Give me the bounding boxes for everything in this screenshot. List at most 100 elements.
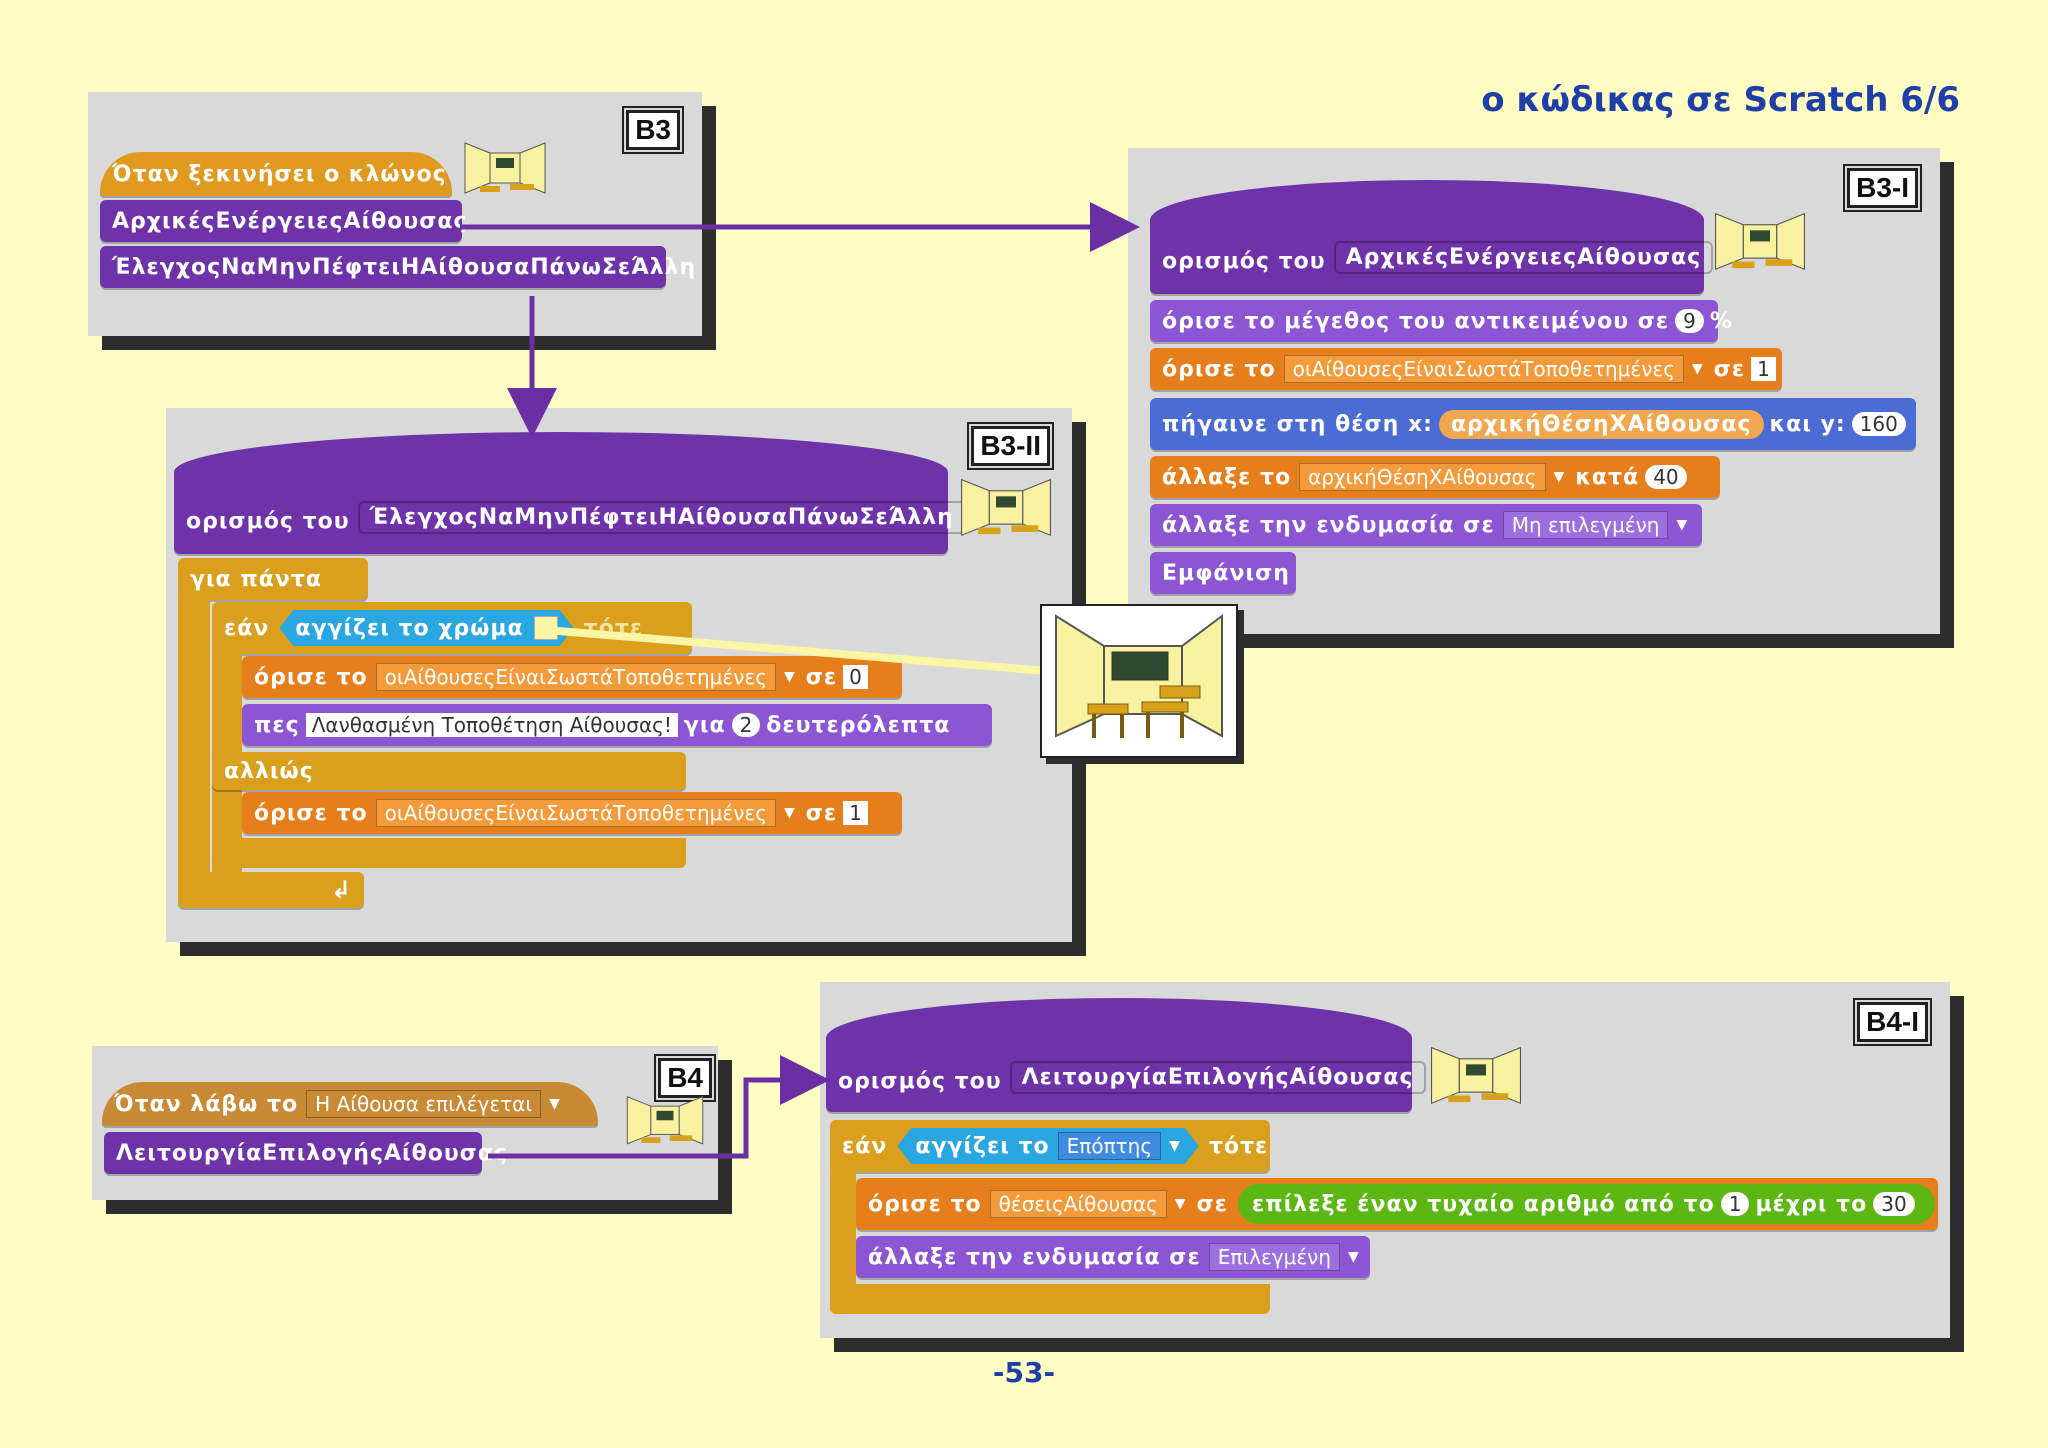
show-block[interactable]: Εμφάνιση: [1150, 552, 1296, 594]
set-size-block[interactable]: όρισε το μέγεθος του αντικειμένου σε 9 %: [1150, 300, 1732, 342]
set-value[interactable]: 1: [843, 801, 868, 825]
set-variable-block[interactable]: όρισε το οιΑίθουσεςΕίναιΣωστάΤοποθετημέν…: [242, 792, 902, 834]
switch-costume-block[interactable]: άλλαξε την ενδυμασία σε Επιλεγμένη ▼: [856, 1236, 1370, 1278]
say-for-secs-block[interactable]: πες Λανθασμένη Τοποθέτηση Αίθουσας! για …: [242, 704, 992, 746]
chevron-down-icon: ▼: [1676, 517, 1689, 533]
costume-dropdown[interactable]: Επιλεγμένη: [1208, 1243, 1340, 1271]
chevron-down-icon: ▼: [1174, 1196, 1187, 1212]
block-label: κατά: [1575, 464, 1640, 490]
chevron-down-icon: ▼: [783, 669, 796, 685]
variable-dropdown[interactable]: θέσειςΑίθουσας: [989, 1190, 1167, 1218]
define-label: ορισμός του: [186, 509, 350, 534]
block-label: άλλαξε το: [1162, 464, 1292, 490]
block-label: Όταν λάβω το: [114, 1091, 299, 1117]
if-else-block[interactable]: εάν αγγίζει το χρώμα τότε: [212, 602, 692, 654]
define-name: ΛειτουργίαΕπιλογήςΑίθουσας: [1009, 1061, 1426, 1094]
block-label: ΑρχικέςΕνέργειεςΑίθουσας: [112, 208, 468, 234]
block-label: όρισε το μέγεθος του αντικειμένου σε: [1162, 308, 1670, 334]
touch-target-dropdown[interactable]: Επόπτης: [1058, 1132, 1161, 1160]
classroom-preview-icon: [1055, 614, 1223, 738]
page-number: -53-: [992, 1356, 1056, 1389]
message-dropdown[interactable]: Η Αίθουσα επιλέγεται: [306, 1090, 542, 1118]
block-label: για πάντα: [190, 566, 322, 592]
call-initial-actions-block[interactable]: ΑρχικέςΕνέργειεςΑίθουσας: [100, 200, 467, 242]
panel-b3-i: B3-I ορισμός του ΑρχικέςΕνέργειεςΑίθουσα…: [1128, 148, 1940, 634]
classroom-sprite-icon: [626, 1096, 704, 1145]
block-label: επίλεξε έναν τυχαίο αριθμό από το: [1251, 1191, 1715, 1217]
hat-when-i-receive[interactable]: Όταν λάβω το Η Αίθουσα επιλέγεται ▼: [102, 1082, 598, 1126]
goto-x-reporter[interactable]: αρχικήΘέσηΧΑίθουσας: [1438, 409, 1764, 439]
block-label: άλλαξε την ενδυμασία σε: [868, 1244, 1201, 1270]
touching-reporter[interactable]: αγγίζει το Επόπτης ▼: [897, 1128, 1199, 1164]
page-title: ο κώδικας σε Scratch 6/6: [1481, 80, 1960, 120]
block-label: σε: [1713, 356, 1746, 382]
block-label: όρισε το: [254, 800, 368, 826]
chevron-down-icon: ▼: [1169, 1138, 1181, 1154]
chevron-down-icon: ▼: [783, 805, 796, 821]
define-name: ΈλεγχοςΝαΜηνΠέφτειΗΑίθουσαΠάνωΣεΆλλη: [357, 501, 966, 534]
size-value[interactable]: 9: [1675, 309, 1704, 333]
block-label: αγγίζει το: [915, 1133, 1050, 1159]
variable-dropdown[interactable]: οιΑίθουσεςΕίναιΣωστάΤοποθετημένες: [375, 799, 776, 827]
set-value[interactable]: 0: [843, 665, 868, 689]
panel-b3-ii: B3-II ορισμός του ΈλεγχοςΝαΜηνΠέφτειΗΑίθ…: [166, 408, 1072, 942]
block-label: σε: [1196, 1191, 1228, 1217]
goto-y-value[interactable]: 160: [1851, 412, 1906, 436]
change-variable-block[interactable]: άλλαξε το αρχικήΘέσηΧΑίθουσας ▼ κατά 40: [1150, 456, 1720, 498]
costume-dropdown[interactable]: Μη επιλεγμένη: [1502, 511, 1669, 539]
block-label: και y:: [1769, 411, 1846, 437]
panel-tag-b4-i: B4-I: [1853, 998, 1932, 1046]
panel-b3: B3 Όταν ξεκινήσει ο κλώνος ΑρχικέςΕνέργε…: [88, 92, 702, 336]
panel-tag-b3-i: B3-I: [1843, 164, 1922, 212]
define-selection-hat[interactable]: ορισμός του ΛειτουργίαΕπιλογήςΑίθουσας: [826, 998, 1426, 1112]
classroom-sprite-icon: [464, 142, 546, 194]
call-collision-check-block[interactable]: ΈλεγχοςΝαΜηνΠέφτειΗΑίθουσαΠάνωΣεΆλλη: [100, 246, 695, 288]
block-label: εάν: [224, 615, 270, 641]
classroom-sprite-icon: [961, 478, 1051, 537]
call-selection-block[interactable]: ΛειτουργίαΕπιλογήςΑίθουσας: [104, 1132, 507, 1174]
block-label: αλλιώς: [224, 758, 314, 784]
variable-dropdown[interactable]: αρχικήΘέσηΧΑίθουσας: [1299, 463, 1546, 491]
touching-color-reporter[interactable]: αγγίζει το χρώμα: [279, 610, 573, 646]
block-label: τότε: [1208, 1133, 1269, 1159]
chevron-down-icon: ▼: [1348, 1249, 1360, 1265]
define-collision-check-hat[interactable]: ορισμός του ΈλεγχοςΝαΜηνΠέφτειΗΑίθουσαΠά…: [174, 432, 966, 554]
hat-label: Όταν ξεκινήσει ο κλώνος: [112, 161, 447, 187]
forever-arm: [178, 598, 210, 898]
classroom-sprite-icon: [1715, 212, 1805, 271]
variable-dropdown[interactable]: οιΑίθουσεςΕίναιΣωστάΤοποθετημένες: [1283, 355, 1684, 383]
chevron-down-icon: ▼: [549, 1096, 561, 1112]
hat-when-clone-starts[interactable]: Όταν ξεκινήσει ο κλώνος: [100, 152, 452, 196]
say-text-input[interactable]: Λανθασμένη Τοποθέτηση Αίθουσας!: [305, 713, 678, 737]
classroom-sprite-icon: [1431, 1046, 1521, 1105]
if-arm: [830, 1170, 856, 1290]
block-label: ΈλεγχοςΝαΜηνΠέφτειΗΑίθουσαΠάνωΣεΆλλη: [112, 254, 697, 280]
set-variable-block[interactable]: όρισε το θέσειςΑίθουσας ▼ σε επίλεξε ένα…: [856, 1178, 1938, 1230]
random-to-value[interactable]: 30: [1873, 1192, 1915, 1216]
define-initial-actions-hat[interactable]: ορισμός του ΑρχικέςΕνέργειεςΑίθουσας: [1150, 180, 1714, 294]
random-from-value[interactable]: 1: [1720, 1192, 1750, 1216]
forever-footer: ↲: [178, 872, 364, 908]
block-label: Εμφάνιση: [1162, 560, 1290, 586]
block-label: σε: [805, 664, 838, 690]
set-variable-block[interactable]: όρισε το οιΑίθουσεςΕίναιΣωστάΤοποθετημέν…: [1150, 348, 1782, 390]
variable-dropdown[interactable]: οιΑίθουσεςΕίναιΣωστάΤοποθετημένες: [375, 663, 776, 691]
block-label: όρισε το: [868, 1191, 982, 1217]
pick-random-reporter[interactable]: επίλεξε έναν τυχαίο αριθμό από το 1 μέχρ…: [1237, 1184, 1935, 1224]
block-label: ΛειτουργίαΕπιλογήςΑίθουσας: [116, 1140, 508, 1166]
change-value[interactable]: 40: [1645, 465, 1687, 489]
define-label: ορισμός του: [838, 1069, 1002, 1094]
say-secs-value[interactable]: 2: [731, 713, 761, 737]
block-label: άλλαξε την ενδυμασία σε: [1162, 512, 1495, 538]
goto-xy-block[interactable]: πήγαινε στη θέση x: αρχικήΘέσηΧΑίθουσας …: [1150, 398, 1916, 450]
define-name: ΑρχικέςΕνέργειεςΑίθουσας: [1333, 241, 1714, 274]
set-variable-block[interactable]: όρισε το οιΑίθουσεςΕίναιΣωστάΤοποθετημέν…: [242, 656, 902, 698]
panel-b4: B4 Όταν λάβω το Η Αίθουσα επιλέγεται ▼ Λ…: [92, 1046, 718, 1200]
forever-block[interactable]: για πάντα: [178, 558, 368, 600]
if-block[interactable]: εάν αγγίζει το Επόπτης ▼ τότε: [830, 1120, 1270, 1172]
if-footer: [830, 1284, 1270, 1314]
switch-costume-block[interactable]: άλλαξε την ενδυμασία σε Μη επιλεγμένη ▼: [1150, 504, 1702, 546]
set-value[interactable]: 1: [1751, 357, 1776, 381]
if-else-footer: [212, 838, 686, 868]
block-label: μέχρι το: [1755, 1191, 1868, 1217]
